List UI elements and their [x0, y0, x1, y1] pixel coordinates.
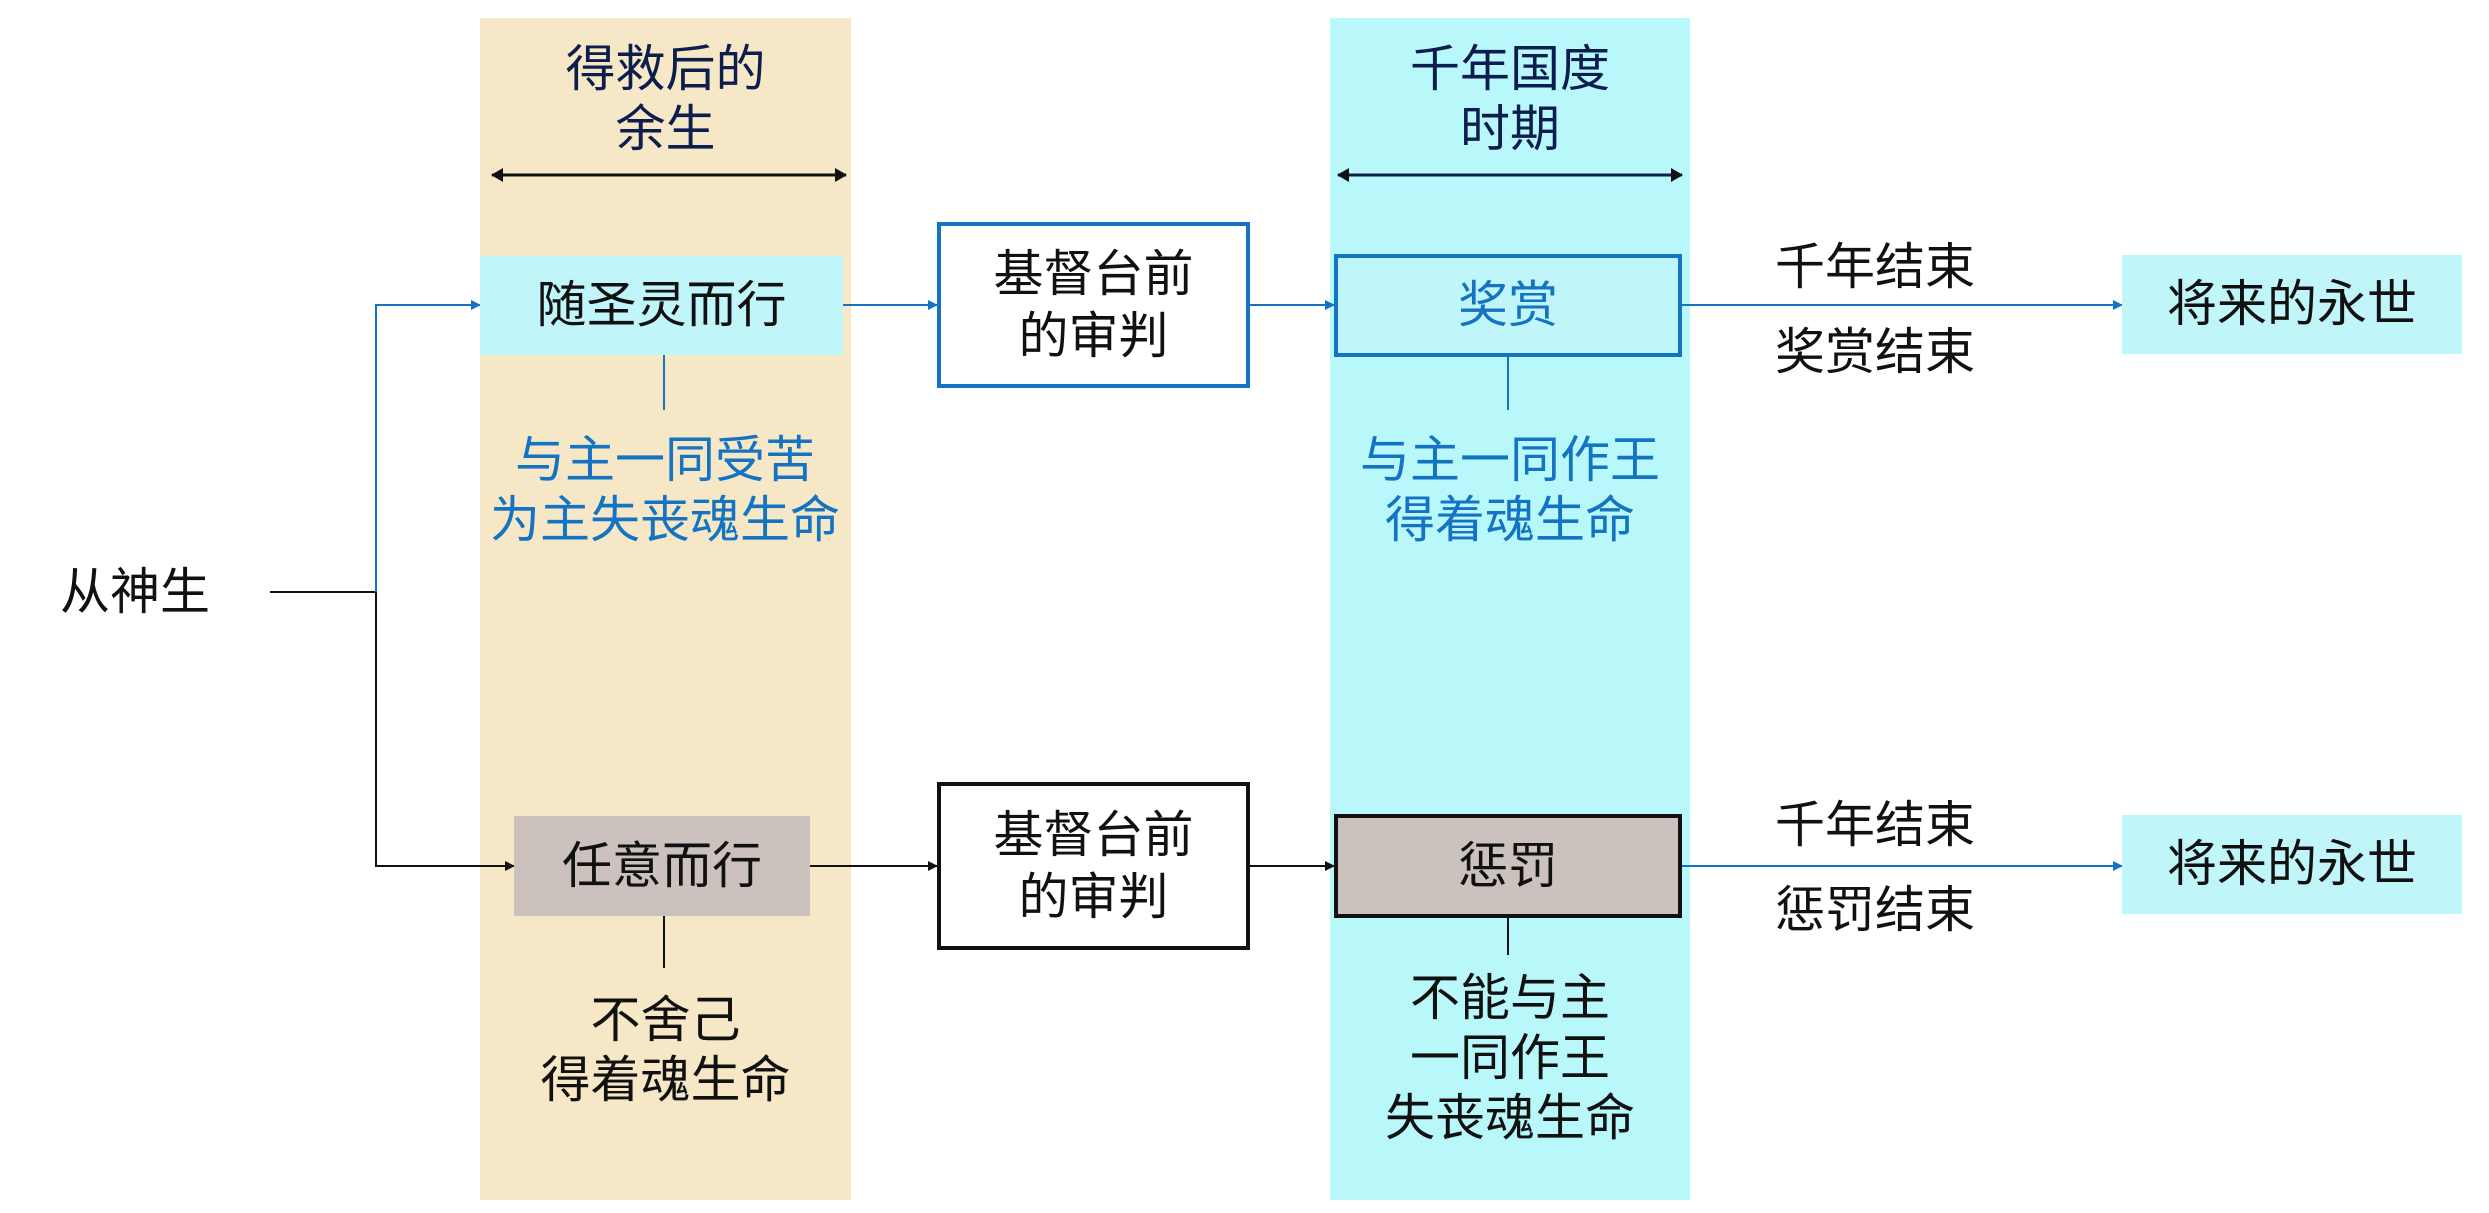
millennium-header-line2: 时期: [1460, 100, 1560, 158]
lower-end-label-top: 千年结束: [1775, 796, 1975, 854]
millennium-header-line1: 千年国度: [1410, 40, 1610, 98]
lower-judgment-box: 基督台前 的审判: [937, 782, 1250, 950]
punishment-box: 惩罚: [1334, 814, 1682, 918]
upper-branch-line: [375, 300, 481, 592]
lower-path-note-line1: 不舍己: [590, 991, 741, 1049]
start-label: 从神生: [60, 563, 210, 621]
reward-note-line1: 与主一同作王: [1360, 431, 1660, 489]
lower-path-note: 不舍己 得着魂生命: [480, 980, 851, 1120]
upper-eternity-box: 将来的永世: [2122, 255, 2462, 354]
upper-path-note-line1: 与主一同受苦: [515, 431, 815, 489]
lower-path-note-line2: 得着魂生命: [540, 1051, 791, 1109]
upper-judgment-box: 基督台前 的审判: [937, 222, 1250, 388]
reward-note: 与主一同作王 得着魂生命: [1330, 420, 1690, 560]
reward-note-line2: 得着魂生命: [1385, 491, 1635, 549]
reward-box: 奖赏: [1334, 254, 1682, 357]
lower-judgment-line2: 的审判: [1018, 868, 1169, 926]
lower-eternity-box: 将来的永世: [2122, 815, 2462, 914]
lower-judgment-line1: 基督台前: [993, 805, 1194, 864]
punishment-note-line2: 一同作王: [1410, 1029, 1610, 1087]
saved-life-band: [480, 18, 851, 1200]
millennium-header: 千年国度 时期: [1330, 34, 1690, 164]
saved-life-header-line2: 余生: [615, 100, 716, 158]
punishment-note-line3: 失丧魂生命: [1385, 1089, 1635, 1147]
upper-end-label-bottom: 奖赏结束: [1775, 323, 1975, 381]
upper-path-note-line2: 为主失丧魂生命: [490, 491, 840, 549]
saved-life-header-line1: 得救后的: [565, 40, 766, 98]
lower-end-label-bottom: 惩罚结束: [1775, 881, 1975, 939]
saved-life-header: 得救后的 余生: [480, 34, 851, 164]
walk-by-self-box: 任意而行: [514, 816, 810, 916]
walk-by-spirit-box: 随圣灵而行: [480, 256, 843, 355]
millennium-band: [1330, 18, 1690, 1200]
upper-judgment-line1: 基督台前: [993, 244, 1194, 303]
lower-branch-line: [375, 592, 515, 871]
upper-judgment-line2: 的审判: [1018, 307, 1169, 365]
upper-end-label-top: 千年结束: [1775, 238, 1975, 296]
punishment-note: 不能与主 一同作王 失丧魂生命: [1330, 958, 1690, 1158]
upper-path-note: 与主一同受苦 为主失丧魂生命: [470, 420, 860, 560]
punishment-note-line1: 不能与主: [1410, 969, 1610, 1027]
